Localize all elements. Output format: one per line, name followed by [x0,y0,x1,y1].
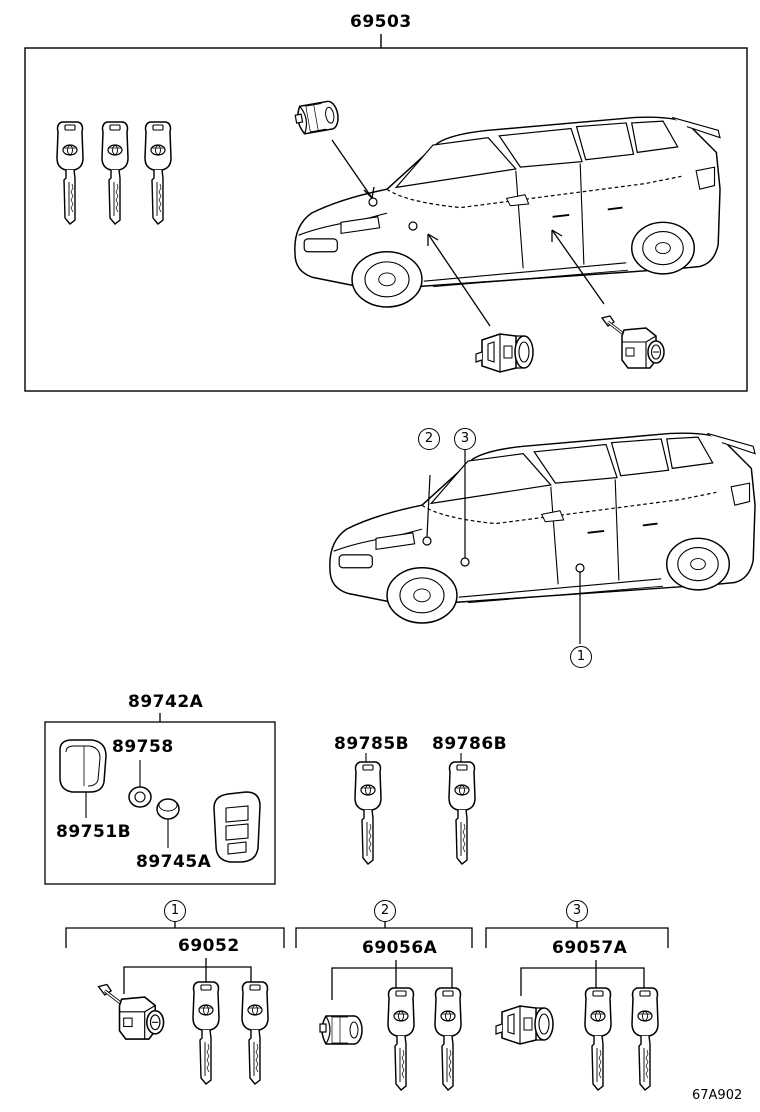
key-69052-2 [241,981,269,1085]
label-89745a: 89745A [136,852,212,872]
key-69056a-1 [387,987,415,1091]
part-89758 [128,786,152,808]
key-69057a-1 [584,987,612,1091]
group2-bracket [295,922,473,1000]
callout-2-group: 2 [374,900,396,922]
label-89758: 89758 [112,737,174,757]
label-89785b: 89785B [334,734,410,754]
label-69056a: 69056A [362,938,438,958]
callout-2-top: 2 [418,428,440,450]
door-lock-top [600,314,666,370]
key-69057a-2 [631,987,659,1091]
door-lock-69052 [96,982,166,1041]
set-89742a-frame [44,721,276,885]
suv-top [293,116,721,308]
callout-1-car: 1 [570,646,592,668]
key-69052-1 [192,981,220,1085]
callout-1-group: 1 [164,900,186,922]
key-69056a-2 [434,987,462,1091]
flip-remote-key [213,791,261,863]
group3-bracket [485,922,669,996]
key-top-3 [144,121,172,225]
label-89742a: 89742A [128,692,204,712]
group1-bracket [65,922,285,994]
set-69503-frame [24,47,748,392]
key-top-1 [56,121,84,225]
trunk-cylinder-69057a [495,1005,554,1045]
suv-middle [328,432,756,624]
label-89786b: 89786B [432,734,508,754]
key-89785b [354,761,382,865]
battery-89745a [156,798,180,820]
trunk-cylinder-top [475,333,534,373]
callout-3-group: 3 [566,900,588,922]
key-housing-89751b [59,739,107,793]
label-69503: 69503 [350,12,412,32]
key-89786b [448,761,476,865]
label-89751b: 89751B [56,822,132,842]
cylinder-69056a [319,1015,363,1045]
key-top-2 [101,121,129,225]
figure-code: 67A902 [692,1088,743,1103]
label-69052: 69052 [178,936,240,956]
label-69057a: 69057A [552,938,628,958]
callout-3-top: 3 [454,428,476,450]
cylinder-top [293,99,341,136]
